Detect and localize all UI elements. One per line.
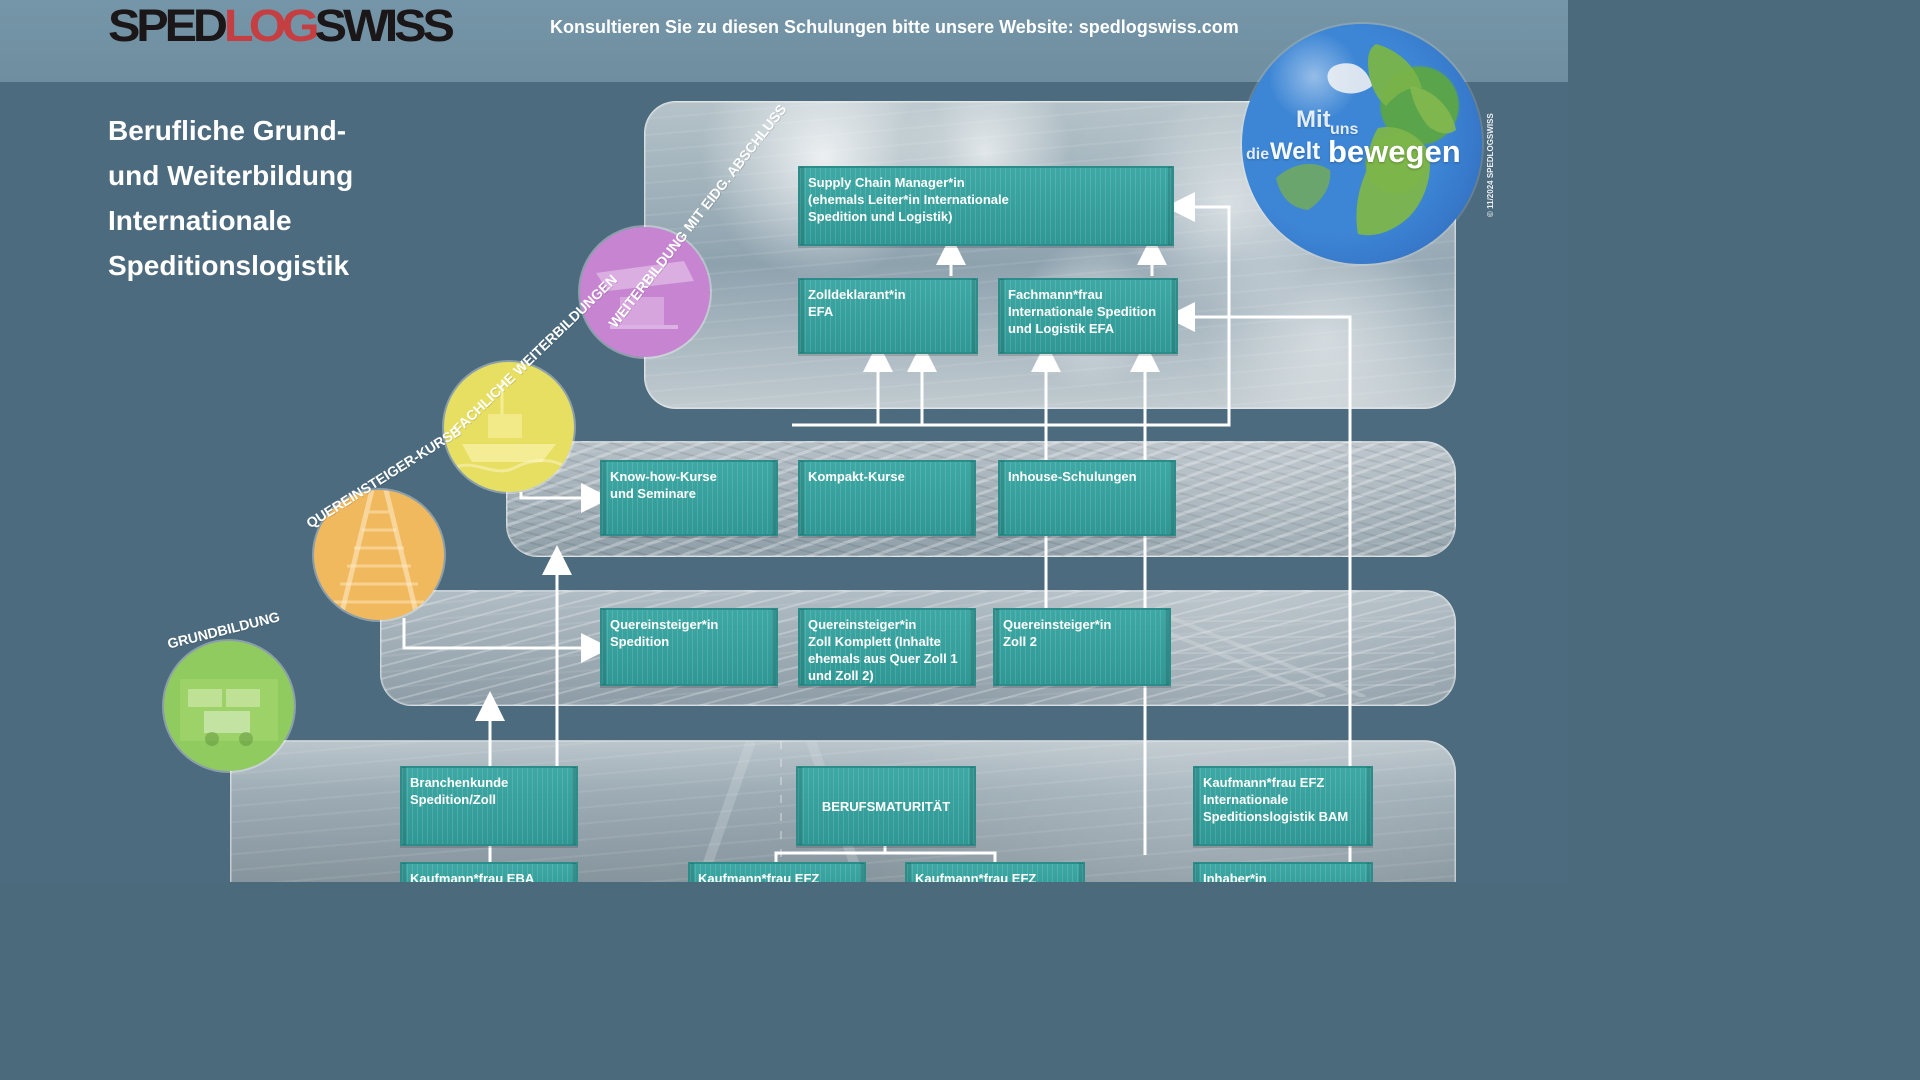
rail-track-icon — [334, 490, 424, 620]
page-title-line-2: und Weiterbildung — [108, 160, 354, 191]
page-title-line-4: Speditionslogistik — [108, 250, 350, 281]
globe-graphic: Mit uns die Welt bewegen — [1242, 24, 1482, 264]
logo-part-swiss: SWISS — [314, 0, 455, 51]
kaufmann-eba-label: Kaufmann*frau EBA — [410, 871, 535, 882]
berufsmaturitaet-box: BERUFSMATURITÄT — [796, 766, 976, 846]
ship-icon — [453, 382, 567, 473]
branchenkunde-box: Branchenkunde Spedition/Zoll — [400, 766, 578, 846]
fachmann-frau-box: Fachmann*frau Internationale Spedition u… — [998, 278, 1178, 354]
berufsmaturitaet-label: BERUFSMATURITÄT — [821, 798, 951, 814]
fachmann-frau-label: Fachmann*frau Internationale Spedition u… — [1008, 287, 1157, 336]
supply-chain-manager-label: Supply Chain Manager*in (ehemals Leiter*… — [808, 175, 1009, 224]
logo-part-sped: SPED — [108, 0, 228, 51]
know-how-kurse-box: Know-how-Kurse und Seminare — [600, 460, 778, 536]
quereinsteiger-spedition-label: Quereinsteiger*in Spedition — [610, 617, 719, 649]
globe-text-bewegen: bewegen — [1328, 134, 1461, 169]
kaufmann-efz-bam-box: Kaufmann*frau EFZ Internationale Spediti… — [1193, 766, 1373, 846]
kaufmann-efz-label-1: Kaufmann*frau EFZ — [698, 871, 820, 882]
page-title: Berufliche Grund- und Weiterbildung Inte… — [108, 108, 458, 288]
globe-text-uns: uns — [1330, 121, 1359, 138]
website-message: Konsultieren Sie zu diesen Schulungen bi… — [550, 17, 1239, 37]
kaufmann-efz-box-1: Kaufmann*frau EFZ — [688, 862, 866, 882]
inhaber-box: Inhaber*in — [1193, 862, 1373, 882]
kaufmann-efz-label-2: Kaufmann*frau EFZ — [915, 871, 1037, 882]
quereinsteiger-zoll-komplett-box: Quereinsteiger*in Zoll Komplett (Inhalte… — [798, 608, 976, 686]
supply-chain-manager-box: Supply Chain Manager*in (ehemals Leiter*… — [798, 166, 1174, 246]
inhaber-label: Inhaber*in — [1203, 871, 1267, 882]
zolldeklarant-box: Zolldeklarant*in EFA — [798, 278, 978, 354]
quereinsteiger-zoll-2-label: Quereinsteiger*in Zoll 2 — [1003, 617, 1112, 649]
copyright-note: © 11/2024 SPEDLOGSWISS — [1486, 113, 1495, 217]
kompakt-kurse-label: Kompakt-Kurse — [808, 469, 905, 484]
quereinsteiger-badge — [314, 490, 444, 620]
branchenkunde-label: Branchenkunde Spedition/Zoll — [410, 775, 509, 807]
globe-text-welt: Welt — [1270, 138, 1321, 165]
inhouse-schulungen-label: Inhouse-Schulungen — [1008, 469, 1137, 484]
eidg-abschluss-badge — [580, 227, 710, 357]
kaufmann-efz-bam-label: Kaufmann*frau EFZ Internationale Spediti… — [1203, 775, 1349, 824]
globe-text-die: die — [1246, 146, 1270, 163]
kaufmann-eba-box: Kaufmann*frau EBA — [400, 862, 578, 882]
know-how-kurse-label: Know-how-Kurse und Seminare — [610, 469, 717, 501]
container-stack-icon — [180, 679, 278, 746]
globe-icon — [1276, 44, 1456, 236]
spedlogswiss-logo: SPED LOG SWISS — [108, 0, 455, 51]
training-overview-page: SPED LOG SWISS Konsultieren Sie zu diese… — [0, 0, 1568, 882]
quereinsteiger-zoll-komplett-label: Quereinsteiger*in Zoll Komplett (Inhalte… — [808, 617, 958, 683]
quereinsteiger-spedition-box: Quereinsteiger*in Spedition — [600, 608, 778, 686]
kompakt-kurse-box: Kompakt-Kurse — [798, 460, 976, 536]
kaufmann-efz-box-2: Kaufmann*frau EFZ — [905, 862, 1085, 882]
page-title-line-1: Berufliche Grund- — [108, 115, 347, 146]
fachliche-weiterbildungen-badge — [444, 362, 574, 492]
page-title-line-3: Internationale — [108, 205, 292, 236]
grundbildung-badge — [164, 641, 294, 771]
globe-text-mit: Mit — [1296, 106, 1331, 133]
inhouse-schulungen-box: Inhouse-Schulungen — [998, 460, 1176, 536]
logo-part-log: LOG — [223, 0, 320, 51]
cargo-plane-icon — [596, 261, 694, 329]
zolldeklarant-label: Zolldeklarant*in EFA — [808, 287, 906, 319]
quereinsteiger-zoll-2-box: Quereinsteiger*in Zoll 2 — [993, 608, 1171, 686]
